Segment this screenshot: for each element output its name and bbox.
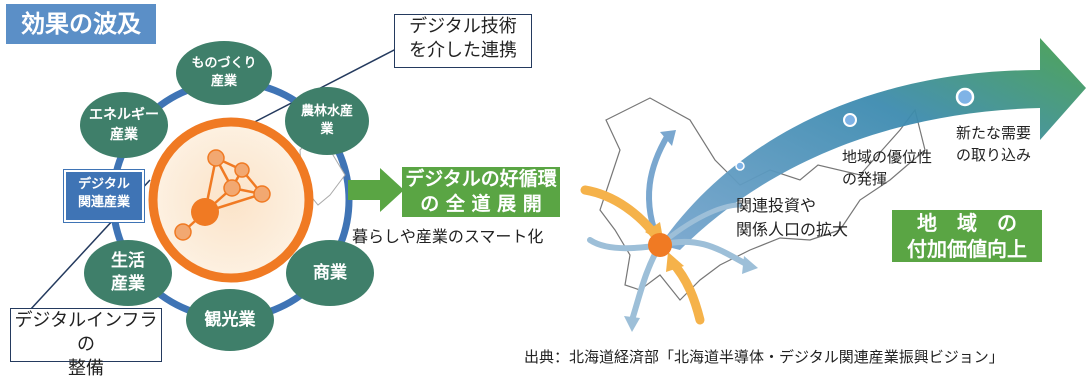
growth-arrow [660, 38, 1086, 250]
callout-digital-tech: デジタル技術 を介した連携 [394, 14, 532, 68]
digital-industry-box: デジタル 関連産業 [64, 170, 144, 222]
hub-dot [648, 233, 672, 257]
smart-label: 暮らしや産業のスマート化 [352, 227, 544, 246]
network-nodes [174, 149, 271, 241]
source-text: 出典：北海道経済部「北海道半導体・デジタル関連産業振興ビジョン」 [524, 348, 1004, 366]
center-circle [148, 117, 314, 283]
node-manufacturing: ものづくり 産業 [176, 41, 272, 105]
section-title: 効果の波及 [6, 4, 156, 44]
cycle-arrow [348, 168, 404, 212]
arrow-dot-small [735, 161, 745, 171]
arrow-dot-large [955, 87, 975, 107]
node-agriculture: 農林水産 業 [285, 87, 369, 155]
cycle-box: デジタルの好循環 の 全 道 展 開 [402, 167, 560, 217]
node-living: 生活 産業 [84, 240, 172, 306]
node-energy: エネルギー 産業 [80, 92, 168, 158]
node-tourism: 観光業 [186, 289, 274, 351]
network-hub [191, 198, 219, 226]
effect-demand: 新たな需要 の取り込み [956, 124, 1032, 164]
effect-advantage: 地域の優位性 の発揮 [842, 148, 933, 188]
node-commerce: 商業 [286, 240, 374, 306]
effect-investment: 関連投資や 関係人口の拡大 [736, 196, 849, 239]
value-box: 地 域 の 付加価値向上 [892, 210, 1042, 262]
arrow-dot-medium [843, 113, 857, 127]
callout-digital-infra: デジタルインフラの 整備 [10, 308, 162, 379]
